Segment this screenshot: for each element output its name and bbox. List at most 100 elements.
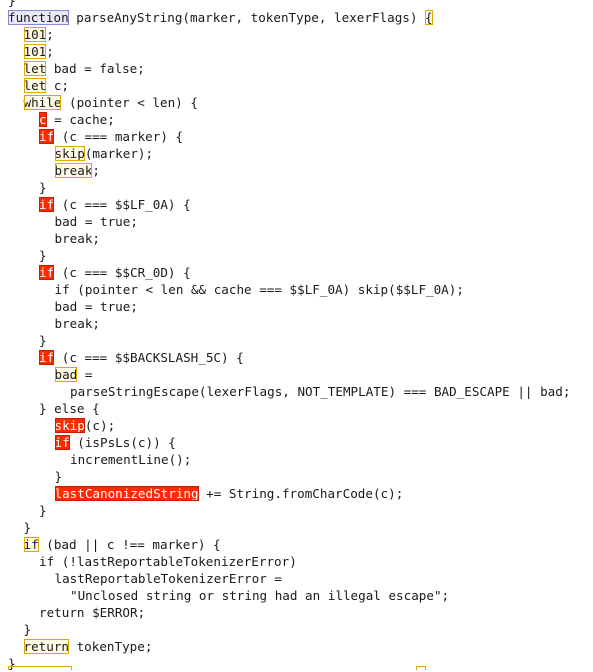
error-token: if xyxy=(39,197,55,212)
code-line: } xyxy=(8,621,593,638)
code-view: }function parseAnyString(marker, tokenTy… xyxy=(8,0,593,672)
code-text: } xyxy=(23,520,32,535)
highlighted-token: let xyxy=(23,78,47,93)
code-line: parseStringEscape(lexerFlags, NOT_TEMPLA… xyxy=(8,383,593,400)
highlighted-token: while xyxy=(23,95,62,110)
code-line: "Unclosed string or string had an illega… xyxy=(8,587,593,604)
code-text: } xyxy=(39,248,47,263)
code-text: (c === $$CR_0D) { xyxy=(54,265,191,280)
code-text: (c); xyxy=(84,418,116,433)
highlighted-token: return xyxy=(23,639,69,654)
highlighted-token: if xyxy=(23,537,39,552)
error-token: c xyxy=(39,112,47,127)
code-text: } else { xyxy=(39,401,100,416)
code-line: } xyxy=(8,179,593,196)
keyword-token: function xyxy=(8,10,69,25)
code-text: (c === $$BACKSLASH_5C) { xyxy=(54,350,244,365)
highlighted-token: let xyxy=(23,61,47,76)
code-text: if (pointer < len && cache === $$LF_0A) … xyxy=(54,282,464,297)
highlighted-token: { xyxy=(425,10,433,25)
code-text: } xyxy=(8,656,16,671)
code-text: incrementLine(); xyxy=(70,452,192,467)
error-token: lastCanonizedString xyxy=(54,486,199,501)
code-line: break; xyxy=(8,230,593,247)
error-token: skip xyxy=(54,418,85,433)
code-line: skip(c); xyxy=(8,417,593,434)
code-line: break; xyxy=(8,162,593,179)
code-line: let bad = false; xyxy=(8,60,593,77)
code-text: tokenType; xyxy=(69,639,153,654)
code-text: bad = false; xyxy=(46,61,145,76)
code-text: = xyxy=(77,367,93,382)
code-line: if (c === $$CR_0D) { xyxy=(8,264,593,281)
code-line: let c; xyxy=(8,77,593,94)
code-line: } xyxy=(8,519,593,536)
code-text: (c === marker) { xyxy=(54,129,184,144)
code-text: } xyxy=(8,0,16,8)
code-line: bad = true; xyxy=(8,298,593,315)
code-text: bad = true; xyxy=(54,214,138,229)
highlighted-token: 101 xyxy=(23,44,47,59)
code-line: bad = true; xyxy=(8,213,593,230)
code-line: if (bad || c !== marker) { xyxy=(8,536,593,553)
code-line: return tokenType; xyxy=(8,638,593,655)
code-line: while (pointer < len) { xyxy=(8,94,593,111)
error-token: if xyxy=(54,435,70,450)
code-text: lastReportableTokenizerError = xyxy=(54,571,282,586)
code-text: ; xyxy=(46,44,54,59)
code-line: break; xyxy=(8,315,593,332)
code-text: c; xyxy=(46,78,69,93)
highlighted-token: 101 xyxy=(23,27,47,42)
code-text: ; xyxy=(92,163,101,178)
code-text: } xyxy=(39,503,47,518)
code-text: (isPsLs(c)) { xyxy=(69,435,176,450)
code-text: return $ERROR; xyxy=(39,605,146,620)
code-text: } xyxy=(39,333,47,348)
next-line-box-right xyxy=(416,666,426,670)
code-line: } xyxy=(8,247,593,264)
code-line: return $ERROR; xyxy=(8,604,593,621)
code-text: } xyxy=(39,180,47,195)
code-text: } xyxy=(23,622,32,637)
code-line: bad = xyxy=(8,366,593,383)
code-text: parseStringEscape(lexerFlags, NOT_TEMPLA… xyxy=(70,384,571,399)
code-text: (marker); xyxy=(84,146,154,161)
code-text: (bad || c !== marker) { xyxy=(38,537,221,552)
code-line: } xyxy=(8,0,593,9)
code-line: 101; xyxy=(8,26,593,43)
code-text: (c === $$LF_0A) { xyxy=(54,197,191,212)
code-text: break; xyxy=(54,231,101,246)
error-token: if xyxy=(39,129,55,144)
highlighted-token: break xyxy=(54,163,93,178)
next-line-box-left xyxy=(8,666,72,670)
code-text: ; xyxy=(46,27,54,42)
highlighted-token: bad xyxy=(54,367,78,382)
code-text: } xyxy=(54,469,63,484)
code-line: incrementLine(); xyxy=(8,451,593,468)
code-line: function parseAnyString(marker, tokenTyp… xyxy=(8,9,593,26)
code-line: } else { xyxy=(8,400,593,417)
code-line: 101; xyxy=(8,43,593,60)
code-line: if (isPsLs(c)) { xyxy=(8,434,593,451)
code-line: skip(marker); xyxy=(8,145,593,162)
code-text: += String.fromCharCode(c); xyxy=(198,486,404,501)
code-line: if (!lastReportableTokenizerError) xyxy=(8,553,593,570)
code-text: parseAnyString(marker, tokenType, lexerF… xyxy=(68,10,426,25)
code-text: if (!lastReportableTokenizerError) xyxy=(39,554,297,569)
code-line: } xyxy=(8,502,593,519)
code-line: lastCanonizedString += String.fromCharCo… xyxy=(8,485,593,502)
error-token: if xyxy=(39,265,55,280)
code-text: (pointer < len) { xyxy=(61,95,198,110)
code-line: } xyxy=(8,468,593,485)
code-line: } xyxy=(8,332,593,349)
code-text: break; xyxy=(54,316,101,331)
code-line: } xyxy=(8,655,593,672)
code-line: c = cache; xyxy=(8,111,593,128)
error-token: if xyxy=(39,350,55,365)
code-line: if (c === $$LF_0A) { xyxy=(8,196,593,213)
code-text: bad = true; xyxy=(54,299,138,314)
code-line: if (c === marker) { xyxy=(8,128,593,145)
highlighted-token: skip xyxy=(54,146,85,161)
code-line: if (pointer < len && cache === $$LF_0A) … xyxy=(8,281,593,298)
code-text: = cache; xyxy=(46,112,115,127)
